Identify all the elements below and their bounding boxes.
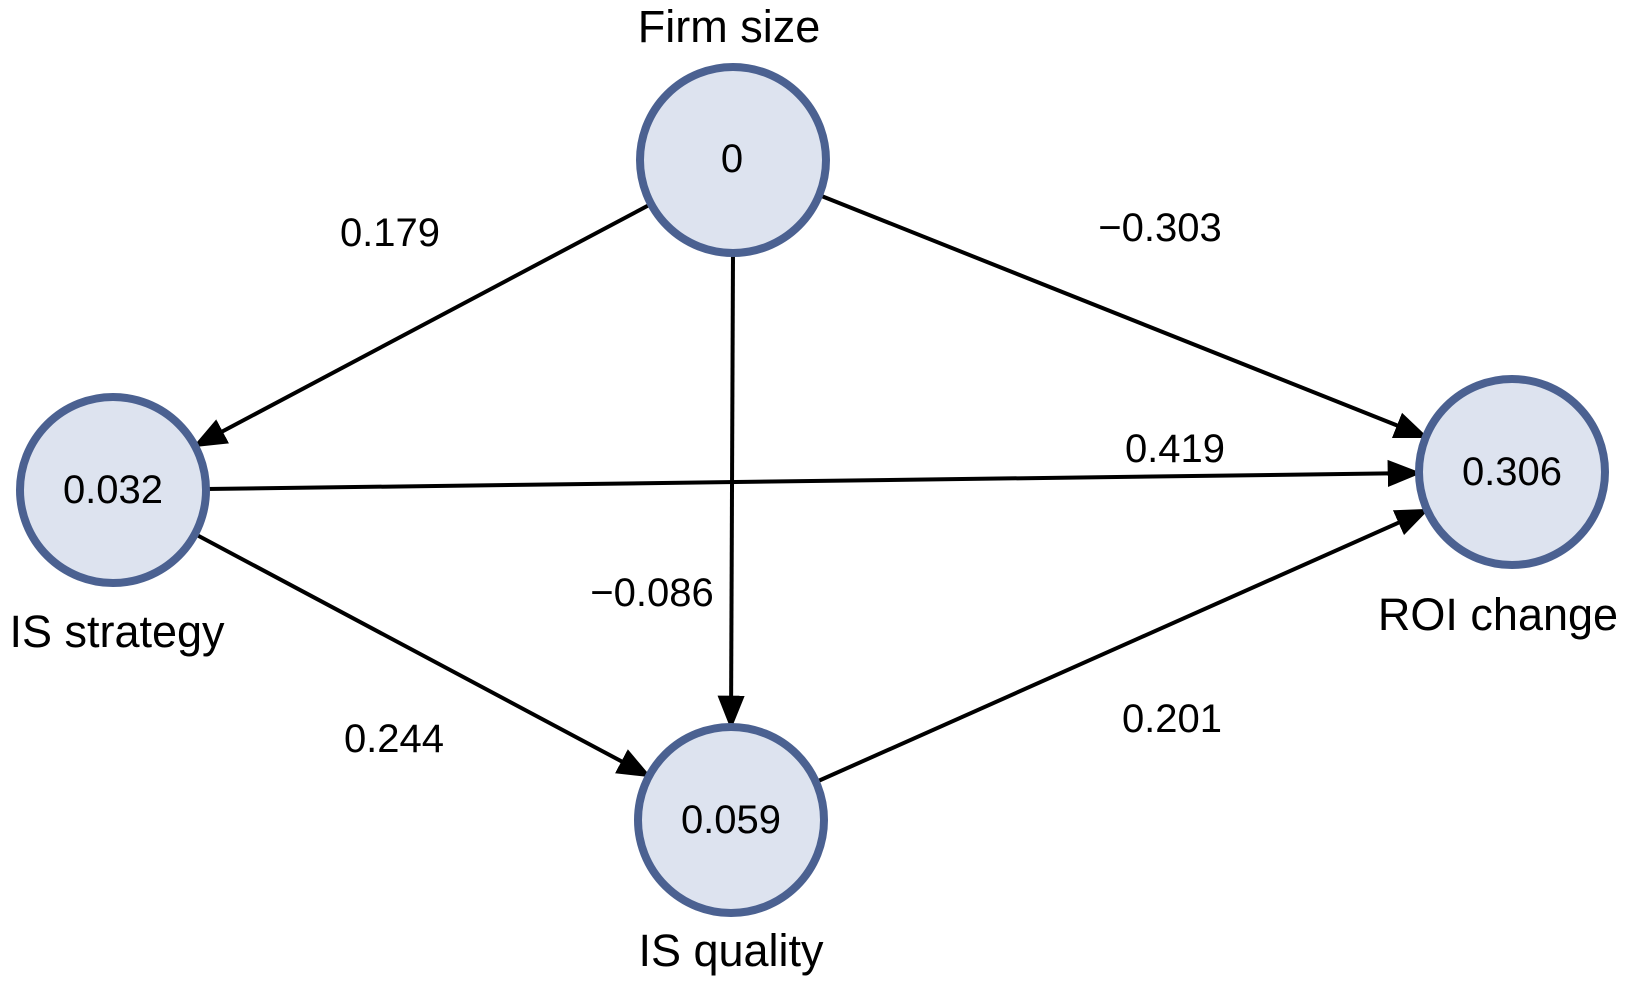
node-roi-change [1419, 379, 1605, 565]
node-is-quality [638, 727, 824, 913]
node-label-is-strategy: IS strategy [9, 606, 225, 657]
node-value-is-strategy: 0.032 [63, 468, 163, 512]
node-group: 0 Firm size 0.032 IS strategy 0.059 IS q… [9, 1, 1618, 976]
node-is-quality-border [634, 723, 828, 917]
edge-firmsize-roichange [818, 193, 1429, 439]
node-label-firm-size: Firm size [638, 1, 820, 52]
edge-group [192, 193, 1430, 784]
node-is-strategy [20, 397, 206, 583]
node-is-strategy-border [16, 393, 210, 587]
node-firm-size [640, 67, 826, 253]
edge-label-firmsize-roichange: −0.303 [1098, 206, 1221, 250]
edge-label-isstrategy-roichange: 0.419 [1125, 427, 1225, 471]
node-value-roi-change: 0.306 [1462, 450, 1562, 494]
edge-isquality-roichange [815, 508, 1430, 784]
node-label-roi-change: ROI change [1378, 589, 1618, 640]
node-value-firm-size: 0 [721, 137, 743, 181]
edge-label-firmsize-isquality: −0.086 [590, 571, 713, 615]
node-firm-size-border [636, 63, 830, 257]
node-roi-change-border [1415, 375, 1609, 569]
edge-firmsize-isquality [717, 252, 745, 730]
edge-label-isquality-roichange: 0.201 [1122, 697, 1222, 741]
edge-label-isstrategy-isquality: 0.244 [344, 717, 444, 761]
edge-firmsize-isstrategy [192, 202, 652, 448]
node-value-is-quality: 0.059 [681, 798, 781, 842]
edge-label-firmsize-isstrategy: 0.179 [340, 211, 440, 255]
edge-isstrategy-roichange [205, 459, 1422, 491]
node-label-is-quality: IS quality [638, 925, 824, 976]
edge-isstrategy-isquality [194, 532, 652, 778]
edge-label-group: 0.179 −0.303 −0.086 0.419 0.244 0.201 [340, 206, 1225, 761]
